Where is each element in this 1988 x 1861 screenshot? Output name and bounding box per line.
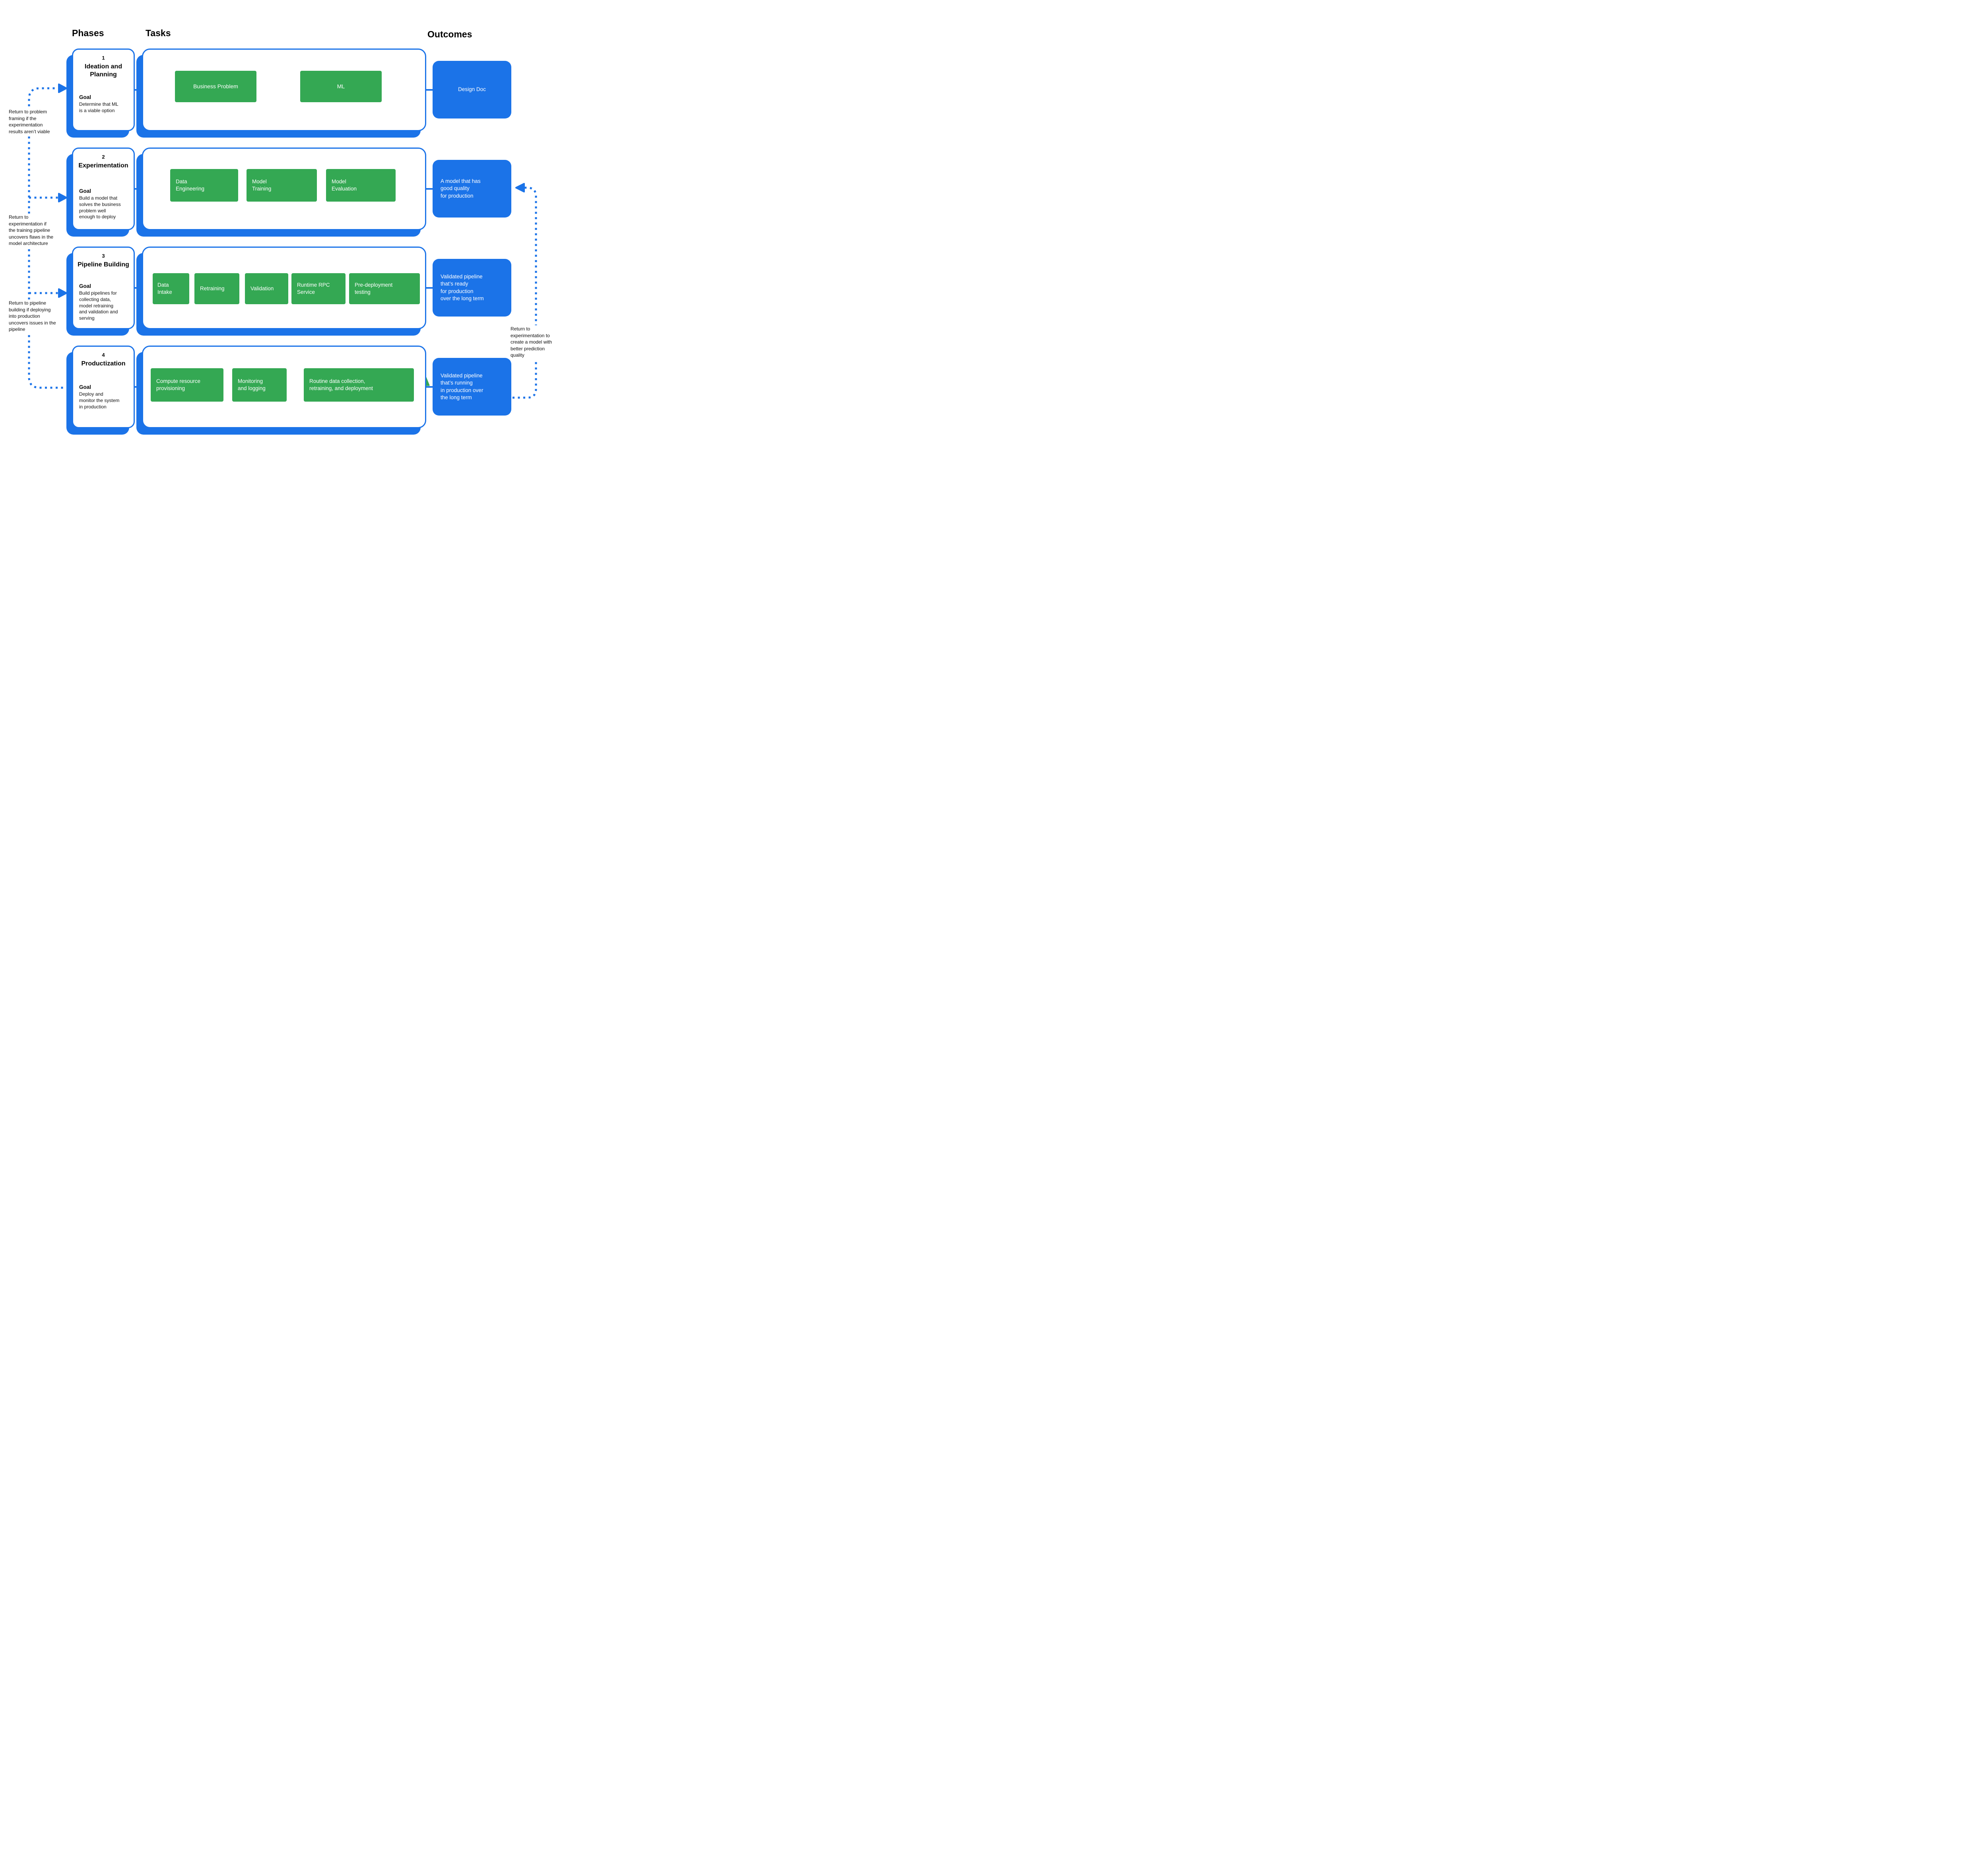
outcome-model-quality: A model that has good quality for produc… — [433, 160, 511, 218]
annotation-return-problem-framing: Return to problem framing if the experim… — [9, 108, 51, 136]
task-predeployment-testing: Pre-deployment testing — [349, 273, 420, 304]
phase-title: Productization — [81, 360, 126, 367]
task-data-intake: Data Intake — [153, 273, 189, 304]
annotation-return-pipeline-building: Return to pipeline building if deploying… — [9, 299, 57, 333]
right-return-dotted-path — [513, 186, 537, 399]
left-return-dotted-path — [28, 87, 68, 389]
phase-card-ideation: 1 Ideation and Planning Goal Determine t… — [72, 49, 135, 131]
goal-text: Deploy and monitor the system in product… — [79, 391, 120, 410]
outcome-design-doc: Design Doc — [433, 61, 511, 118]
task-business-problem: Business Problem — [175, 71, 256, 102]
phase-number: 2 — [102, 154, 105, 160]
goal-label: Goal — [79, 384, 91, 390]
task-monitoring-logging: Monitoring and logging — [232, 368, 287, 402]
task-runtime-rpc-service: Runtime RPC Service — [291, 273, 346, 304]
phases-header: Phases — [72, 28, 104, 38]
arrowhead-right-icon — [58, 84, 67, 93]
phase-card-productization: 4 Productization Goal Deploy and monitor… — [72, 346, 135, 428]
outcome-validated-pipeline-running: Validated pipeline that’s running in pro… — [433, 358, 511, 416]
goal-text: Build pipelines for collecting data, mod… — [79, 290, 118, 321]
goal-text: Build a model that solves the business p… — [79, 195, 121, 220]
task-data-engineering: Data Engineering — [170, 169, 238, 202]
outcome-validated-pipeline-ready: Validated pipeline that’s ready for prod… — [433, 259, 511, 317]
task-routine-data-collection: Routine data collection, retraining, and… — [304, 368, 414, 402]
outcomes-header: Outcomes — [427, 29, 472, 39]
task-ml: ML — [300, 71, 382, 102]
phase-card-experimentation: 2 Experimentation Goal Build a model tha… — [72, 148, 135, 230]
phase-title: Experimentation — [78, 162, 128, 169]
arrowhead-right-icon — [58, 193, 67, 202]
phase-title: Pipeline Building — [78, 261, 129, 268]
phase-title: Ideation and Planning — [84, 63, 122, 78]
task-validation: Validation — [245, 273, 288, 304]
arrowhead-right-icon — [58, 288, 67, 298]
task-compute-resource-provisioning: Compute resource provisioning — [151, 368, 223, 402]
goal-label: Goal — [79, 94, 91, 100]
arrowhead-left-icon — [515, 183, 525, 192]
row-connector-lines — [135, 89, 433, 388]
phase-number: 4 — [102, 352, 105, 358]
task-retraining: Retraining — [194, 273, 239, 304]
annotation-return-better-prediction: Return to experimentation to create a mo… — [511, 325, 553, 359]
goal-label: Goal — [79, 188, 91, 194]
phase-number: 1 — [102, 55, 105, 61]
tasks-header: Tasks — [146, 28, 171, 38]
phase-number: 3 — [102, 253, 105, 259]
task-model-training: Model Training — [247, 169, 317, 202]
phase-card-pipeline-building: 3 Pipeline Building Goal Build pipelines… — [72, 247, 135, 329]
goal-label: Goal — [79, 283, 91, 289]
task-model-evaluation: Model Evaluation — [326, 169, 396, 202]
goal-text: Determine that ML is a viable option — [79, 101, 118, 113]
return-path-main — [28, 87, 68, 389]
annotation-return-experimentation: Return to experimentation if the trainin… — [9, 214, 55, 247]
